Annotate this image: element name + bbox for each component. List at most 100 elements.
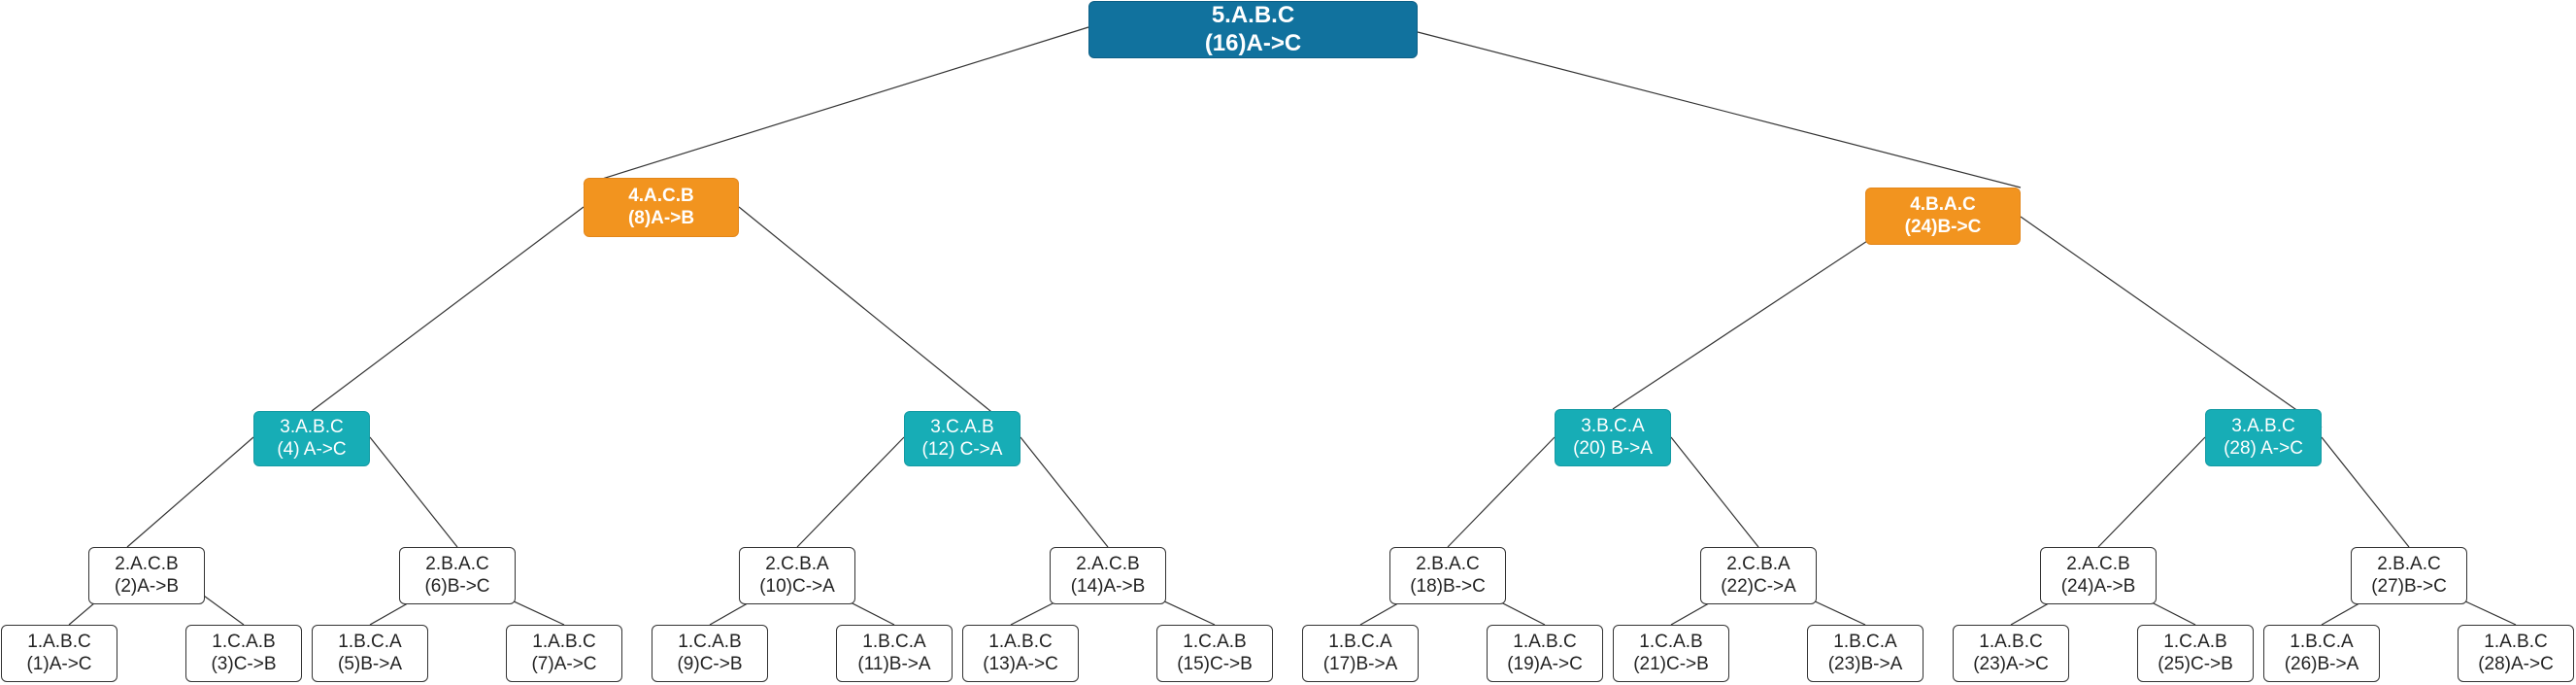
node-2-1: 2.A.C.B (2)A->B (88, 547, 205, 604)
node-1-9: 1.B.C.A (17)B->A (1302, 625, 1419, 682)
node-move: (7)A->C (531, 653, 597, 674)
node-title: 1.A.B.C (27, 631, 91, 652)
node-1-7: 1.A.B.C (13)A->C (962, 625, 1079, 682)
node-move: (19)A->C (1507, 653, 1583, 674)
node-move: (10)C->A (759, 575, 835, 597)
node-3-2: 3.C.A.B (12) C->A (904, 411, 1020, 466)
node-1-15: 1.B.C.A (26)B->A (2263, 625, 2380, 682)
node-2-7: 2.A.C.B (24)A->B (2040, 547, 2157, 604)
node-move: (23)A->C (1973, 653, 2049, 674)
node-move: (16)A->C (1204, 29, 1302, 56)
node-title: 1.B.C.A (862, 631, 926, 652)
node-title: 1.C.A.B (1639, 631, 1703, 652)
node-title: 4.B.A.C (1910, 193, 1976, 215)
node-2-2: 2.B.A.C (6)B->C (399, 547, 516, 604)
node-title: 3.C.A.B (930, 416, 994, 437)
edge-7 (126, 436, 254, 548)
edge-10 (1020, 436, 1109, 548)
node-2-5: 2.B.A.C (18)B->C (1389, 547, 1506, 604)
node-title: 1.A.B.C (988, 631, 1053, 652)
node-move: (26)B->A (2284, 653, 2359, 674)
edge-3 (311, 206, 585, 412)
node-title: 1.B.C.A (2290, 631, 2354, 652)
edge-1 (583, 26, 1089, 186)
node-move: (15)C->B (1177, 653, 1253, 674)
node-move: (12) C->A (921, 438, 1003, 460)
node-title: 1.C.A.B (2163, 631, 2227, 652)
node-move: (24)A->B (2060, 575, 2136, 597)
node-move: (1)A->C (26, 653, 92, 674)
node-title: 2.C.B.A (1726, 553, 1790, 574)
node-2-3: 2.C.B.A (10)C->A (739, 547, 855, 604)
node-title: 4.A.C.B (628, 185, 694, 206)
node-title: 1.A.B.C (532, 631, 596, 652)
node-1-3: 1.B.C.A (5)B->A (312, 625, 428, 682)
node-4-left: 4.A.C.B (8)A->B (584, 178, 739, 237)
node-move: (25)C->B (2158, 653, 2233, 674)
node-move: (28) A->C (2224, 437, 2303, 459)
node-1-10: 1.A.B.C (19)A->C (1487, 625, 1603, 682)
node-title: 1.C.A.B (678, 631, 742, 652)
node-1-13: 1.A.B.C (23)A->C (1953, 625, 2069, 682)
node-move: (2)A->B (115, 575, 179, 597)
node-4-right: 4.B.A.C (24)B->C (1865, 188, 2021, 245)
edge-8 (369, 436, 458, 548)
node-title: 2.A.C.B (115, 553, 179, 574)
node-5-root: 5.A.B.C (16)A->C (1088, 1, 1418, 58)
node-1-6: 1.B.C.A (11)B->A (836, 625, 953, 682)
node-move: (6)B->C (424, 575, 490, 597)
node-title: 1.B.C.A (1833, 631, 1897, 652)
edge-11 (1447, 436, 1556, 548)
node-move: (23)B->A (1827, 653, 1903, 674)
node-move: (3)C->B (211, 653, 277, 674)
node-move: (27)B->C (2371, 575, 2447, 597)
node-title: 1.C.A.B (212, 631, 276, 652)
node-3-3: 3.B.C.A (20) B->A (1555, 409, 1671, 466)
node-title: 3.A.B.C (2231, 415, 2295, 436)
edge-13 (2097, 436, 2206, 548)
node-1-8: 1.C.A.B (15)C->B (1156, 625, 1273, 682)
edge-2 (1417, 31, 2022, 188)
node-1-5: 1.C.A.B (9)C->B (652, 625, 768, 682)
node-1-2: 1.C.A.B (3)C->B (185, 625, 302, 682)
node-title: 3.B.C.A (1581, 415, 1645, 436)
node-title: 2.A.C.B (1076, 553, 1140, 574)
node-move: (24)B->C (1904, 216, 1982, 237)
node-move: (14)A->B (1070, 575, 1146, 597)
node-1-14: 1.C.A.B (25)C->B (2137, 625, 2254, 682)
node-move: (11)B->A (857, 653, 931, 674)
edge-12 (1670, 436, 1759, 548)
node-3-4: 3.A.B.C (28) A->C (2205, 409, 2322, 466)
node-1-11: 1.C.A.B (21)C->B (1613, 625, 1729, 682)
node-move: (5)B->A (338, 653, 402, 674)
node-title: 5.A.B.C (1211, 1, 1295, 28)
node-2-8: 2.B.A.C (27)B->C (2351, 547, 2467, 604)
node-move: (8)A->B (627, 207, 695, 228)
node-title: 2.B.A.C (2377, 553, 2441, 574)
node-title: 1.A.B.C (1513, 631, 1577, 652)
node-move: (18)B->C (1410, 575, 1486, 597)
node-1-16: 1.A.B.C (28)A->C (2458, 625, 2574, 682)
node-title: 1.B.C.A (1328, 631, 1392, 652)
edge-5 (1612, 216, 1905, 410)
node-title: 2.B.A.C (1416, 553, 1480, 574)
node-1-4: 1.A.B.C (7)A->C (506, 625, 622, 682)
edge-4 (738, 206, 1012, 428)
node-move: (4) A->C (277, 438, 347, 460)
node-move: (20) B->A (1573, 437, 1653, 459)
node-1-1: 1.A.B.C (1)A->C (1, 625, 117, 682)
node-title: 2.B.A.C (425, 553, 489, 574)
node-move: (9)C->B (677, 653, 743, 674)
node-3-1: 3.A.B.C (4) A->C (253, 411, 370, 466)
node-title: 2.C.B.A (765, 553, 829, 574)
node-title: 1.C.A.B (1183, 631, 1247, 652)
node-2-4: 2.A.C.B (14)A->B (1050, 547, 1166, 604)
node-title: 3.A.B.C (280, 416, 344, 437)
node-title: 1.A.B.C (2484, 631, 2548, 652)
node-move: (28)A->C (2478, 653, 2554, 674)
node-title: 2.A.C.B (2066, 553, 2130, 574)
node-move: (17)B->A (1322, 653, 1398, 674)
edge-9 (796, 436, 905, 548)
node-2-6: 2.C.B.A (22)C->A (1700, 547, 1817, 604)
